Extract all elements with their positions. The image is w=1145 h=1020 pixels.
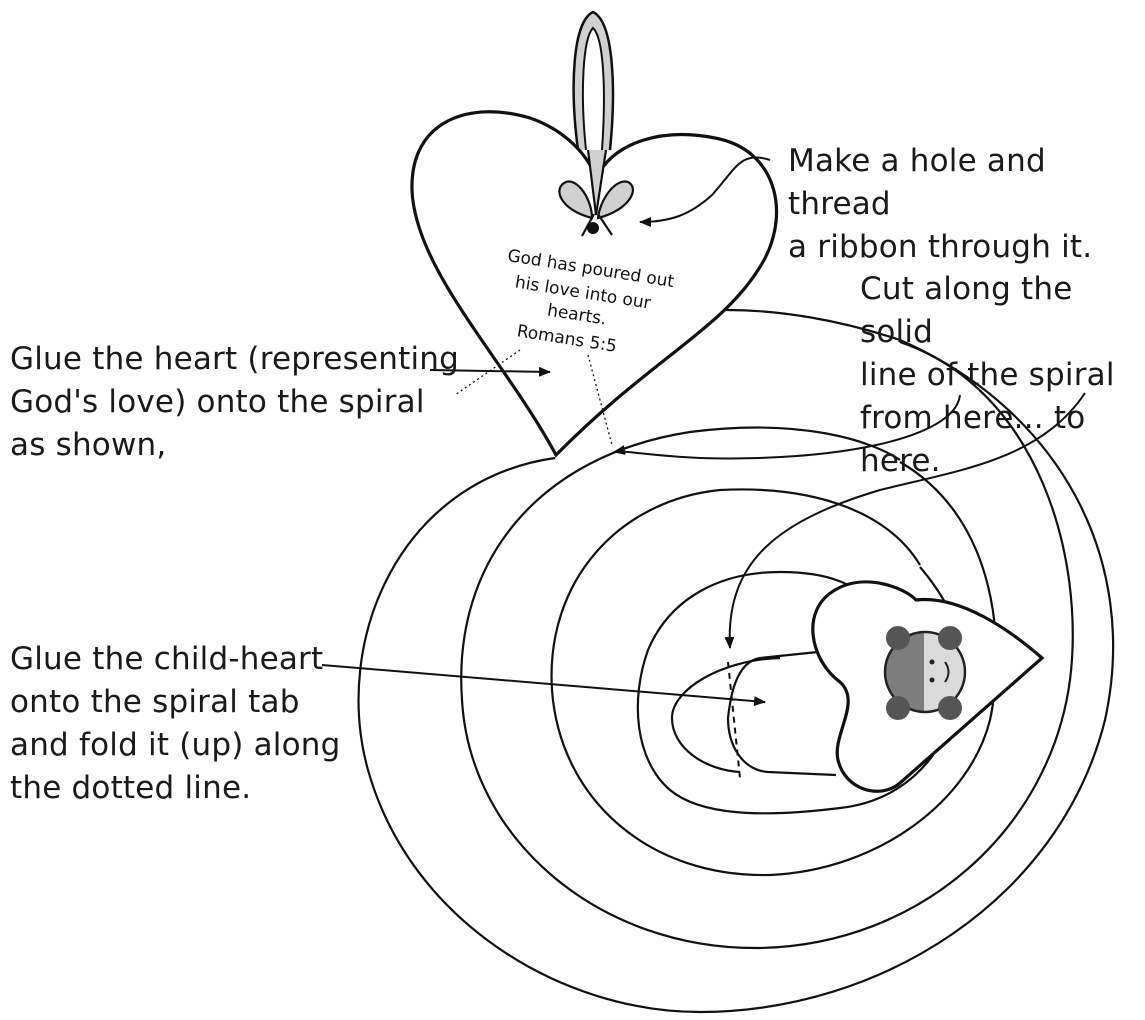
ribbon-bow-icon — [574, 12, 613, 150]
spiral-tab — [728, 652, 836, 775]
fold-dotted-line — [728, 662, 740, 778]
hole-instruction: Make a hole and thread a ribbon through … — [788, 140, 1145, 269]
cut-instruction: Cut along the solid line of the spiral f… — [860, 268, 1145, 483]
child-face-icon — [880, 626, 970, 720]
arrow-child — [322, 665, 765, 702]
tab-outline-arc — [672, 658, 780, 772]
punch-hole — [587, 222, 599, 234]
glue-child-instruction: Glue the child-heart onto the spiral tab… — [10, 638, 341, 810]
glue-heart-instruction: Glue the heart (representing God's love)… — [10, 338, 459, 467]
